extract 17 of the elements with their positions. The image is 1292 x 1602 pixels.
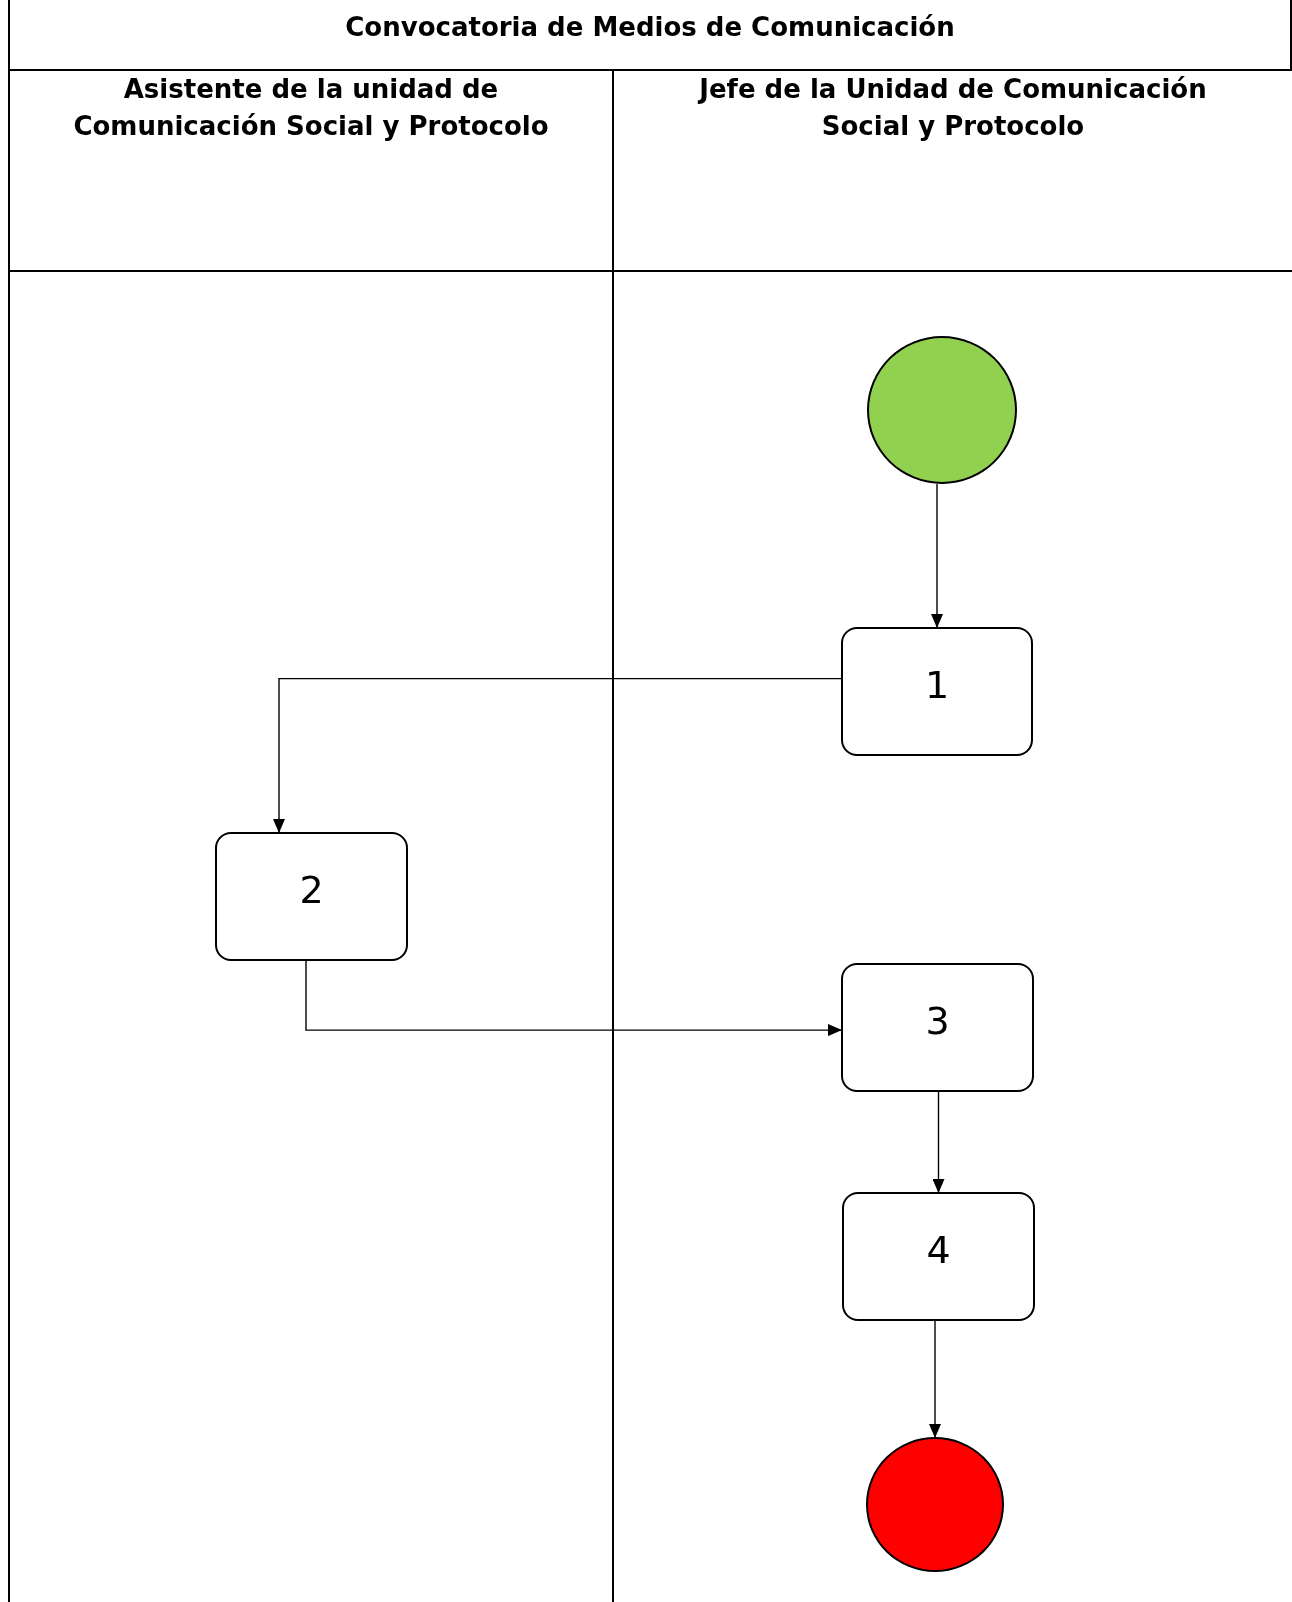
- arrow: [932, 1091, 945, 1193]
- process-box: [841, 963, 1034, 1092]
- swimlane: [8, 69, 614, 1602]
- process-box: [842, 1192, 1035, 1321]
- arrow: [273, 677, 842, 833]
- arrow: [931, 483, 943, 628]
- diagram-title: Convocatoria de Medios de Comunicación: [8, 0, 1292, 71]
- step-number: 2: [299, 867, 324, 912]
- lane-title: Jefe de la Unidad de Comunicación Social y Protocolo: [696, 73, 1208, 143]
- arrow: [305, 960, 842, 1037]
- step-number: 4: [926, 1227, 951, 1272]
- step-number: 1: [924, 662, 950, 707]
- step-number: 3: [925, 998, 950, 1043]
- arrow: [929, 1320, 941, 1438]
- process-box: [215, 832, 408, 961]
- lane-title: Asistente de la unidad de Comunicación Social y Protocolo: [72, 73, 550, 143]
- process-box: [841, 627, 1033, 756]
